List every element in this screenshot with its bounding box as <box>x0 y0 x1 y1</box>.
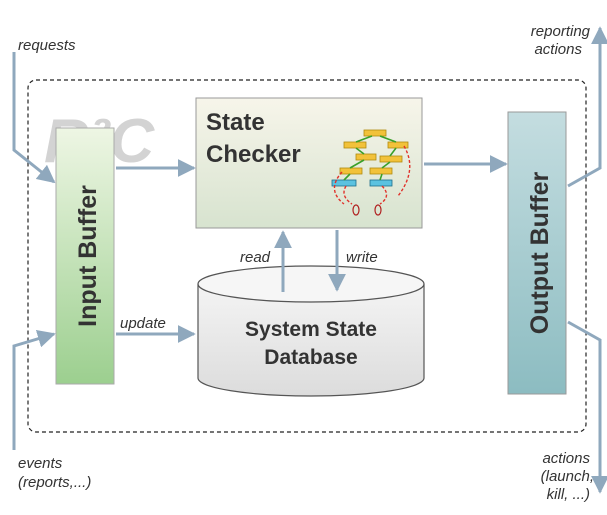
reporting-label-line2: actions <box>534 41 582 58</box>
state-checker-title-line1: State <box>206 109 265 136</box>
state-checker-box <box>195 97 423 229</box>
events-arrow <box>12 330 56 450</box>
input-buffer-label: Input Buffer <box>74 185 102 327</box>
system-state-database <box>197 265 425 397</box>
reporting-label-line1: reporting <box>531 23 591 40</box>
actions-out-arrow <box>567 320 607 494</box>
write-label: write <box>346 249 378 266</box>
input-buffer-box <box>55 127 115 385</box>
system-boundary <box>27 79 587 433</box>
requests-arrow <box>12 52 56 184</box>
actions-label-line3: kill, ...) <box>547 486 590 503</box>
actions-label-line2: (launch, <box>541 468 594 485</box>
database-label-line2: Database <box>264 346 357 369</box>
events-label-line1: events <box>18 455 63 472</box>
events-label-line2: (reports,...) <box>18 474 91 491</box>
output-buffer-label: Output Buffer <box>526 172 554 335</box>
state-checker-title-line2: Checker <box>206 141 301 168</box>
read-label: read <box>240 249 271 266</box>
reporting-actions-arrow <box>567 26 607 188</box>
update-label: update <box>120 315 166 332</box>
state-machine-icon <box>331 129 411 216</box>
actions-label-line1: actions <box>542 450 590 467</box>
requests-label: requests <box>18 37 76 54</box>
output-buffer-box <box>507 111 567 395</box>
database-label-line1: System State <box>245 318 377 341</box>
